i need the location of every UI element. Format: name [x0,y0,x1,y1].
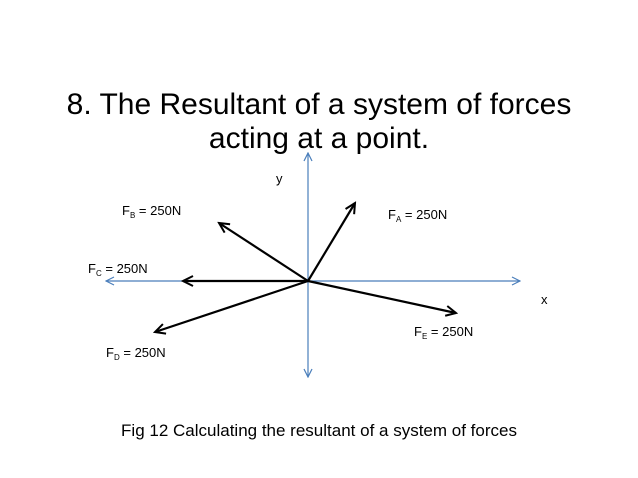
force-a-arrow [307,203,355,282]
slide-title: 8. The Resultant of a system of forces a… [20,88,618,156]
y-axis-label: y [276,171,283,186]
force-c-label: FC = 250N [88,261,148,278]
figure-caption: Fig 12 Calculating the resultant of a sy… [121,421,517,440]
force-b-label: FB = 250N [122,203,182,220]
force-b-arrow [219,223,309,282]
force-d-label: FD = 250N [106,345,166,362]
title-line-2: acting at a point. [208,122,430,155]
title-line-1: 8. The Resultant of a system of forces [66,88,572,121]
force-a-label: FA = 250N [388,207,448,224]
force-e-label: FE = 250N [414,324,474,341]
force-e-arrow [307,279,456,313]
force-d-arrow [155,279,309,332]
x-axis-label: x [541,292,548,307]
